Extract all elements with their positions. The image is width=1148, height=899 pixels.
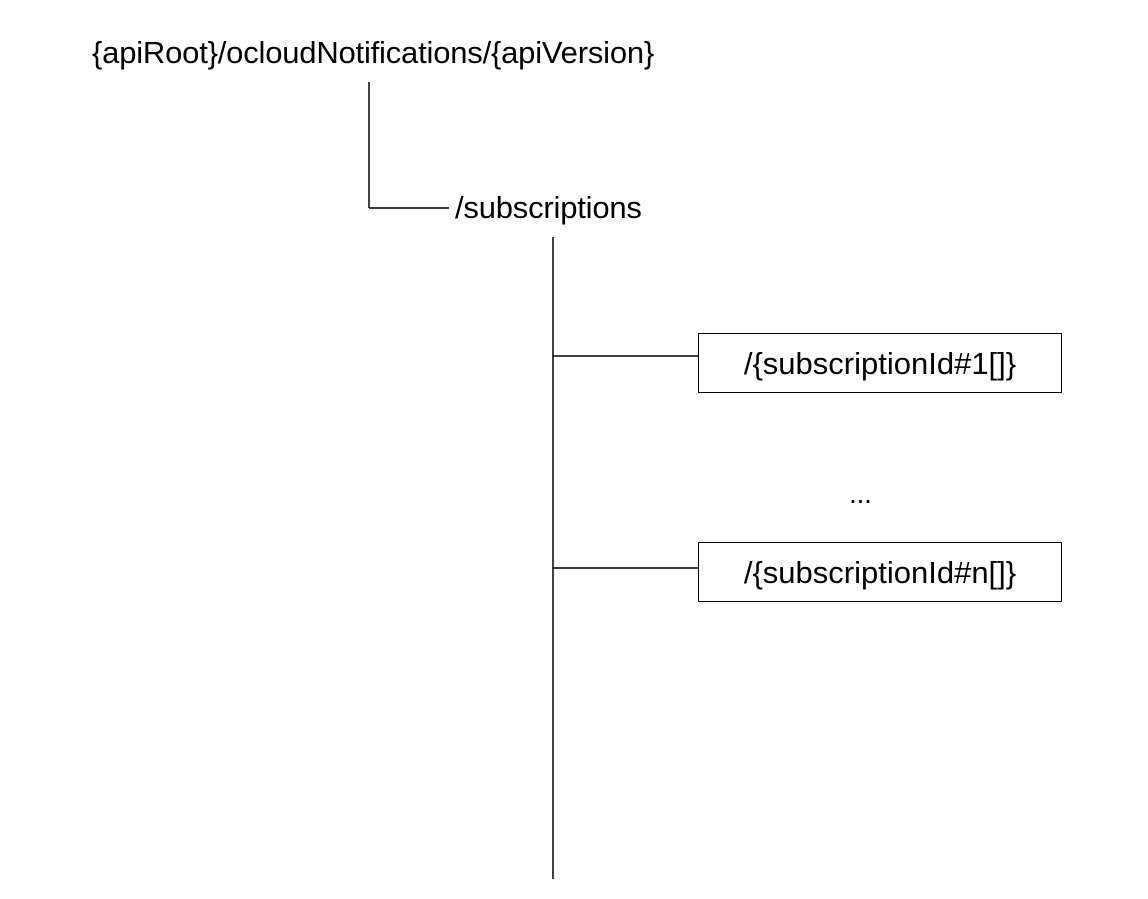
subscription-item-n-label: /{subscriptionId#n[]} — [743, 554, 1017, 590]
subscription-item-n-box: /{subscriptionId#n[]} — [698, 542, 1062, 602]
subscription-item-1-box: /{subscriptionId#1[]} — [698, 333, 1062, 393]
subscription-item-1-label: /{subscriptionId#1[]} — [743, 345, 1017, 381]
subscriptions-resource-label: /subscriptions — [455, 190, 642, 225]
ellipsis-label: ... — [849, 478, 872, 509]
root-resource-label: {apiRoot}/ocloudNotifications/{apiVersio… — [92, 35, 655, 70]
